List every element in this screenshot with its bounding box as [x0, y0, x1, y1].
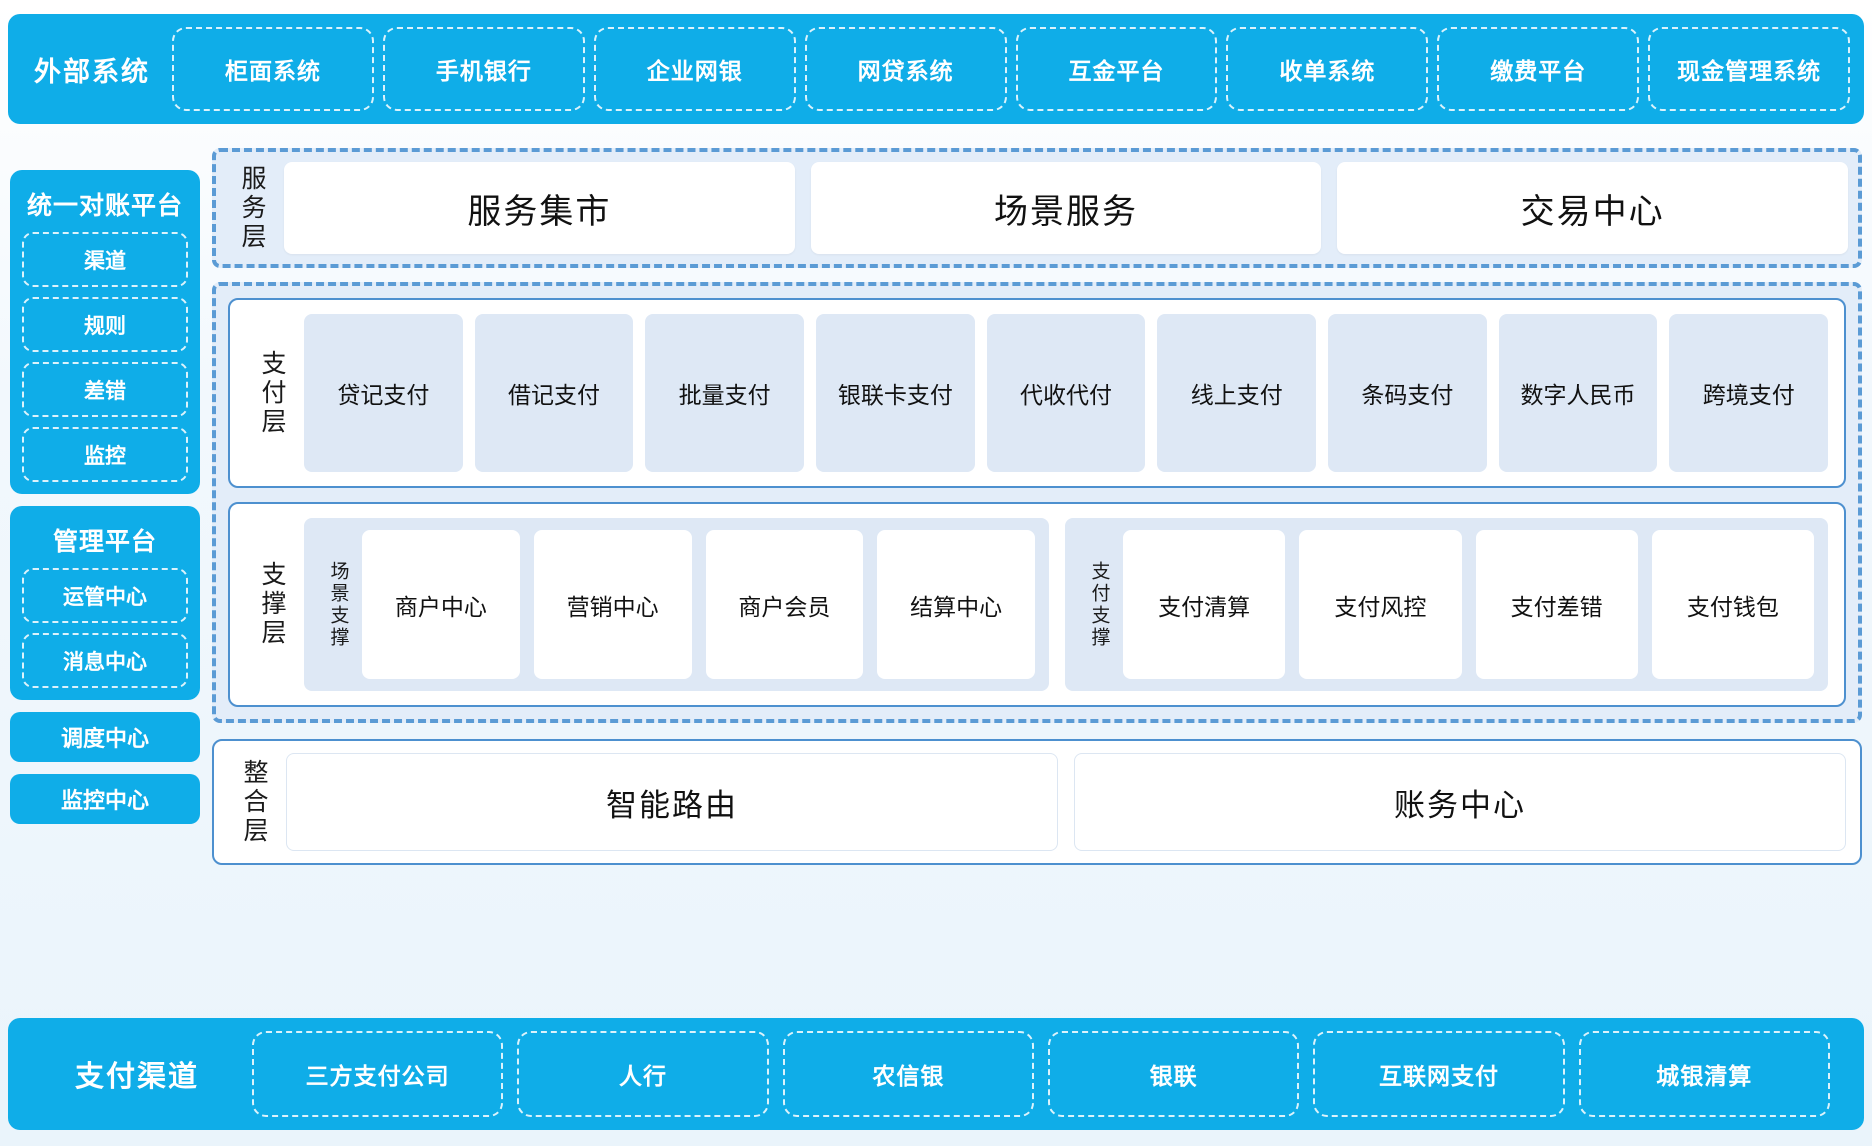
external-system-item[interactable]: 手机银行	[382, 27, 585, 111]
external-system-item[interactable]: 互金平台	[1015, 27, 1218, 111]
support-layer-groups: 场景支撑 商户中心 营销中心 商户会员 结算中心 支付支撑 支付清算 支付风控 …	[298, 518, 1828, 691]
support-item-payment-clearing[interactable]: 支付清算	[1123, 530, 1286, 679]
payment-channel-item[interactable]: 银联	[1047, 1031, 1300, 1117]
support-group-payment-items: 支付清算 支付风控 支付差错 支付钱包	[1119, 530, 1814, 679]
external-system-item[interactable]: 缴费平台	[1437, 27, 1640, 111]
service-layer-items: 服务集市 场景服务 交易中心	[278, 162, 1849, 254]
support-item-merchant-center[interactable]: 商户中心	[362, 530, 520, 679]
external-system-item[interactable]: 现金管理系统	[1648, 27, 1850, 111]
payment-channels-list: 三方支付公司 人行 农信银 银联 互联网支付 城银清算	[252, 1031, 1850, 1117]
support-item-payment-risk-control[interactable]: 支付风控	[1299, 530, 1462, 679]
payment-channels-label: 支付渠道	[74, 1061, 199, 1093]
sidebar-panel-title: 统一对账平台	[26, 192, 183, 220]
external-systems-label: 外部系统	[34, 56, 150, 87]
service-item-scenario[interactable]: 场景服务	[810, 162, 1322, 254]
support-layer-panel: 支撑层 场景支撑 商户中心 营销中心 商户会员 结算中心 支付支撑 支付清算	[228, 502, 1846, 707]
payment-layer-panel: 支付层 贷记支付 借记支付 批量支付 银联卡支付 代收代付 线上支付 条码支付 …	[228, 298, 1846, 488]
integration-item-accounting-center[interactable]: 账务中心	[1074, 753, 1846, 851]
service-layer-label: 服务层	[238, 164, 266, 252]
payment-item-online[interactable]: 线上支付	[1157, 314, 1317, 472]
service-item-marketplace[interactable]: 服务集市	[284, 162, 795, 254]
support-item-merchant-member[interactable]: 商户会员	[705, 530, 864, 679]
core-layers-container: 支付层 贷记支付 借记支付 批量支付 银联卡支付 代收代付 线上支付 条码支付 …	[212, 282, 1862, 723]
architecture-stack: 服务层 服务集市 场景服务 交易中心 支付层 贷记支付 借记支付 批量支付 银联…	[212, 148, 1862, 865]
sidebar-panel-management: 管理平台 运管中心 消息中心	[10, 506, 200, 700]
support-group-scene-items: 商户中心 营销中心 商户会员 结算中心	[358, 530, 1035, 679]
payment-item-credit[interactable]: 贷记支付	[304, 314, 463, 472]
external-systems-bar: 外部系统 柜面系统 手机银行 企业网银 网贷系统 互金平台 收单系统 缴费平台 …	[8, 14, 1864, 124]
payment-channels-bar: 支付渠道 三方支付公司 人行 农信银 银联 互联网支付 城银清算	[8, 1018, 1864, 1130]
sidebar-panel-title: 管理平台	[52, 528, 157, 556]
support-layer-label: 支撑层	[258, 561, 286, 648]
sidebar-item-monitoring-center[interactable]: 监控中心	[10, 774, 200, 824]
sidebar-item-operations-center[interactable]: 运管中心	[22, 568, 188, 623]
payment-channel-item[interactable]: 互联网支付	[1313, 1031, 1565, 1117]
sidebar-item-rule[interactable]: 规则	[22, 297, 188, 352]
integration-layer-items: 智能路由 账务中心	[280, 753, 1846, 851]
external-system-item[interactable]: 网贷系统	[804, 27, 1007, 111]
support-group-payment: 支付支撑 支付清算 支付风控 支付差错 支付钱包	[1065, 518, 1828, 691]
payment-item-cross-border[interactable]: 跨境支付	[1669, 314, 1829, 472]
sidebar-item-message-center[interactable]: 消息中心	[22, 633, 188, 688]
sidebar-item-monitor[interactable]: 监控	[22, 427, 188, 482]
support-group-payment-label: 支付支撑	[1088, 560, 1110, 649]
external-system-item[interactable]: 柜面系统	[172, 27, 374, 111]
external-system-item[interactable]: 收单系统	[1226, 27, 1429, 111]
support-item-payment-wallet[interactable]: 支付钱包	[1651, 530, 1814, 679]
support-group-scene-label: 场景支撑	[327, 560, 349, 649]
payment-item-batch[interactable]: 批量支付	[645, 314, 805, 472]
sidebar-column: 统一对账平台 渠道 规则 差错 监控 管理平台 运管中心 消息中心 调度中心 监…	[10, 170, 200, 836]
payment-layer-label: 支付层	[258, 349, 286, 437]
integration-item-smart-routing[interactable]: 智能路由	[286, 753, 1058, 851]
payment-layer-items: 贷记支付 借记支付 批量支付 银联卡支付 代收代付 线上支付 条码支付 数字人民…	[298, 314, 1829, 472]
payment-channel-item[interactable]: 城银清算	[1578, 1031, 1830, 1117]
support-item-marketing-center[interactable]: 营销中心	[533, 530, 692, 679]
integration-layer-label: 整合层	[240, 758, 268, 846]
sidebar-item-scheduling-center[interactable]: 调度中心	[10, 712, 200, 762]
payment-channel-item[interactable]: 人行	[517, 1031, 769, 1117]
payment-item-barcode[interactable]: 条码支付	[1328, 314, 1487, 472]
external-systems-list: 柜面系统 手机银行 企业网银 网贷系统 互金平台 收单系统 缴费平台 现金管理系…	[172, 27, 1850, 111]
service-item-transaction-center[interactable]: 交易中心	[1337, 162, 1849, 254]
payment-item-debit[interactable]: 借记支付	[474, 314, 634, 472]
support-item-settlement-center[interactable]: 结算中心	[877, 530, 1035, 679]
integration-layer-panel: 整合层 智能路由 账务中心	[212, 739, 1862, 865]
sidebar-item-error[interactable]: 差错	[22, 362, 188, 417]
payment-channel-item[interactable]: 三方支付公司	[252, 1031, 504, 1117]
payment-item-unionpay-card[interactable]: 银联卡支付	[816, 314, 975, 472]
external-system-item[interactable]: 企业网银	[593, 27, 796, 111]
sidebar-item-channel[interactable]: 渠道	[22, 232, 188, 287]
payment-channel-item[interactable]: 农信银	[782, 1031, 1034, 1117]
service-layer-container: 服务层 服务集市 场景服务 交易中心	[212, 148, 1862, 268]
payment-item-digital-rmb[interactable]: 数字人民币	[1498, 314, 1658, 472]
payment-item-collection-payment[interactable]: 代收代付	[986, 314, 1146, 472]
support-group-scene: 场景支撑 商户中心 营销中心 商户会员 结算中心	[304, 518, 1049, 691]
sidebar-panel-reconciliation: 统一对账平台 渠道 规则 差错 监控	[10, 170, 200, 494]
support-item-payment-exception[interactable]: 支付差错	[1475, 530, 1638, 679]
